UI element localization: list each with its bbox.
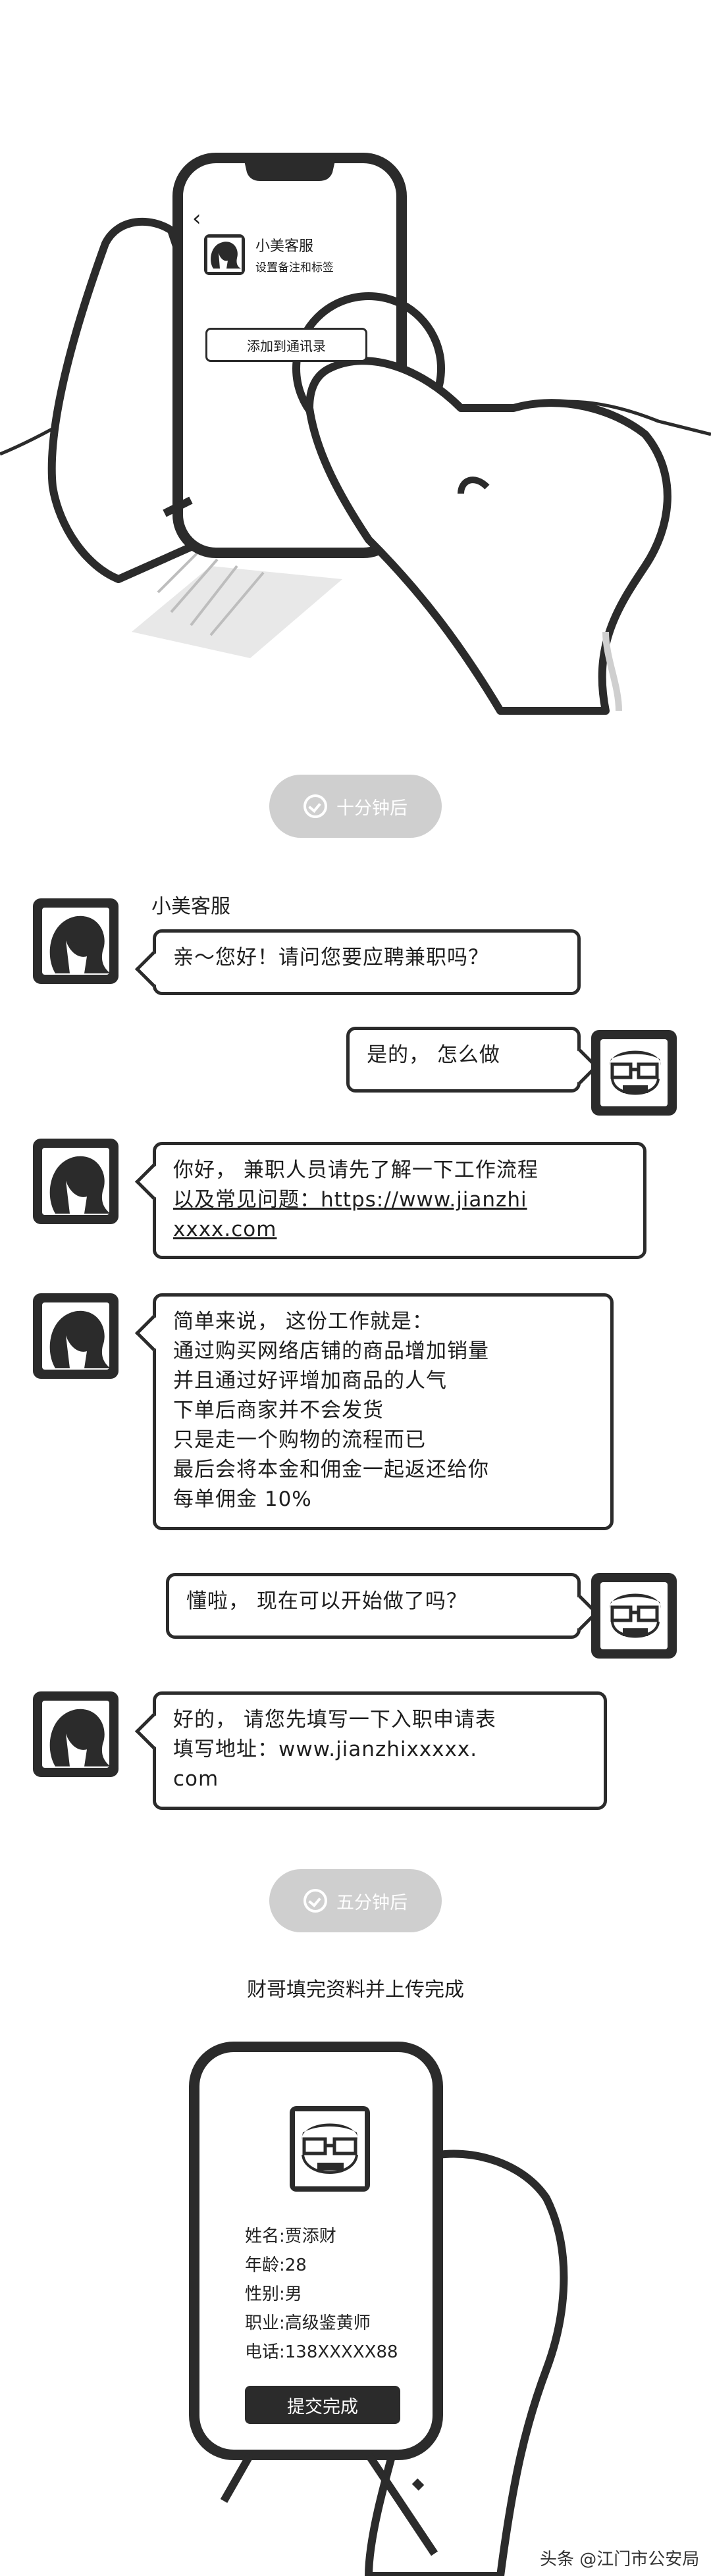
message-bubble-service: 好的， 请您先填写一下入职申请表 填写地址：www.jianzhixxxxx. …	[153, 1691, 607, 1810]
user-avatar	[591, 1573, 677, 1659]
message-bubble-user: 是的， 怎么做	[346, 1027, 581, 1093]
message-text: 懂啦， 现在可以开始做了吗？	[186, 1589, 467, 1613]
caption: 财哥填完资料并上传完成	[247, 1978, 464, 2001]
service-avatar	[33, 1293, 118, 1379]
form-row-job: 职业:高级鉴黄师	[245, 2313, 371, 2333]
message-link[interactable]: xxxx.com	[173, 1218, 277, 1241]
hand-holding-form-phone-illustration	[189, 2042, 568, 2576]
service-avatar	[33, 1139, 118, 1224]
submit-button[interactable]: 提交完成	[245, 2386, 400, 2424]
clock-check-icon	[303, 1889, 327, 1913]
message-text: 是的， 怎么做	[367, 1043, 500, 1067]
message-text: 通过购买网络店铺的商品增加销量	[173, 1339, 489, 1363]
contact-name: 小美客服	[255, 238, 314, 255]
message-bubble-service: 亲～您好！请问您要应聘兼职吗？	[153, 929, 581, 995]
contact-subtitle[interactable]: 设置备注和标签	[255, 261, 334, 274]
message-text: 最后会将本金和佣金一起返还给你	[173, 1458, 489, 1481]
back-icon[interactable]: ‹	[192, 205, 201, 232]
message-link[interactable]: 以及常见问题：https://www.jianzhi	[173, 1188, 527, 1212]
woman-avatar-icon	[49, 1156, 109, 1214]
timer-label: 五分钟后	[336, 1892, 408, 1913]
message-text: 你好， 兼职人员请先了解一下工作流程	[173, 1158, 539, 1182]
message-text: com	[173, 1767, 219, 1791]
message-bubble-service: 简单来说， 这份工作就是： 通过购买网络店铺的商品增加销量 并且通过好评增加商品…	[153, 1293, 614, 1530]
timer-badge: 十分钟后	[269, 775, 442, 838]
message-text: 亲～您好！请问您要应聘兼职吗？	[173, 946, 489, 969]
message-text: 简单来说， 这份工作就是：	[173, 1310, 433, 1333]
message-bubble-service: 你好， 兼职人员请先了解一下工作流程 以及常见问题：https://www.ji…	[153, 1142, 646, 1259]
man-glasses-avatar-icon	[295, 2111, 365, 2186]
message-text: 每单佣金 10%	[173, 1487, 312, 1511]
woman-avatar-icon	[207, 238, 242, 272]
form-row-age: 年龄:28	[245, 2255, 307, 2275]
woman-avatar-icon	[49, 915, 109, 973]
sender-name: 小美客服	[151, 895, 230, 918]
woman-avatar-icon	[49, 1310, 109, 1368]
contact-avatar	[204, 234, 245, 275]
hand-holding-phone-illustration	[0, 153, 711, 715]
timer-label: 十分钟后	[336, 798, 408, 819]
man-glasses-avatar-icon	[610, 1050, 661, 1095]
woman-avatar-icon	[49, 1709, 109, 1766]
form-row-phone: 电话:138XXXXX88	[245, 2342, 398, 2362]
applicant-avatar	[290, 2106, 370, 2192]
form-row-gender: 性别:男	[245, 2284, 302, 2304]
message-text: 并且通过好评增加商品的人气	[173, 1369, 447, 1393]
watermark: 头条 @江门市公安局	[540, 2550, 700, 2569]
man-glasses-avatar-icon	[610, 1593, 661, 1638]
form-row-name: 姓名:贾添财	[245, 2227, 336, 2246]
clock-check-icon	[303, 794, 327, 818]
service-avatar	[33, 1691, 118, 1777]
message-text: 填写地址：www.jianzhixxxxx.	[173, 1738, 478, 1761]
user-avatar	[591, 1030, 677, 1116]
add-to-contacts-button[interactable]: 添加到通讯录	[205, 328, 367, 362]
message-text: 好的， 请您先填写一下入职申请表	[173, 1708, 496, 1732]
message-text: 只是走一个购物的流程而已	[173, 1428, 426, 1452]
service-avatar	[33, 898, 118, 984]
timer-badge: 五分钟后	[269, 1869, 442, 1932]
message-text: 下单后商家并不会发货	[173, 1399, 384, 1422]
message-bubble-user: 懂啦， 现在可以开始做了吗？	[166, 1573, 581, 1639]
